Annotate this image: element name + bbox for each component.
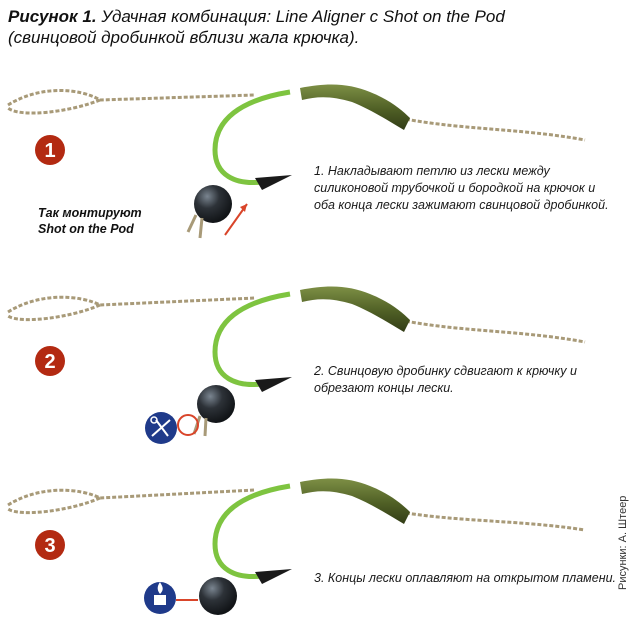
lead-shot [197,385,235,423]
step-2-drawing [7,286,586,444]
step-2-text: 2. Свинцовую дробинку сдвигают к крючку … [314,363,577,397]
step-badge-1-number: 1 [44,140,55,162]
braided-line [7,89,256,107]
hook-point [255,377,292,392]
line-ends [186,214,204,239]
line-aligner-tube [300,478,410,524]
side-note-line-2: Shot on the Pod [38,222,134,236]
braided-line-tail [399,510,586,532]
braided-line [7,488,256,507]
hook-link [212,291,291,388]
hook-point [255,175,292,190]
caption-subtitle: (свинцовой дробинкой вблизи жала крючка)… [8,28,360,47]
step-badge-1: 1 [35,135,65,165]
flame-glyph [157,582,163,594]
step-badge-2-number: 2 [44,351,55,373]
caption-label: Рисунок 1. [8,7,97,26]
hook-link [212,89,291,186]
lighter-body [154,595,166,605]
side-note: Так монтируют Shot on the Pod [38,205,142,237]
hook-link [212,483,291,580]
step-badge-3: 3 [35,530,65,560]
cut-marker [177,414,199,436]
lead-shot [194,185,232,223]
line-loop [7,303,101,322]
braided-line-tail [399,318,586,344]
step-3-line-1: 3. Концы лески оплавляют на открытом пла… [314,571,616,585]
side-note-line-1: Так монтируют [38,206,142,220]
braided-line [7,295,256,314]
step-2-line-2: обрезают концы лески. [314,381,454,395]
step-1-text: 1. Накладывают петлю из лески между сили… [314,163,609,214]
step-2-line-1: 2. Свинцовую дробинку сдвигают к крючку … [314,364,577,378]
line-loop [7,98,101,115]
caption-title: Удачная комбинация: Line Aligner с Shot … [101,7,505,26]
line-aligner-tube [300,84,410,130]
braided-line-tail [399,116,586,142]
step-1-line-3: оба конца лески зажимают свинцовой дроби… [314,198,609,212]
step-3-text: 3. Концы лески оплавляют на открытом пла… [314,570,616,587]
scissors-glyph [151,419,171,437]
step-1-line-1: 1. Накладывают петлю из лески между [314,164,550,178]
step-3-drawing [7,478,586,615]
step-1-line-2: силиконовой трубочкой и бородкой на крюч… [314,181,596,195]
hook-point [255,569,292,584]
step-badge-2: 2 [35,346,65,376]
figure-caption: Рисунок 1. Удачная комбинация: Line Alig… [8,6,608,48]
arrow-head [240,204,247,212]
scissors-handle [150,416,158,424]
step-badge-3-number: 3 [44,535,55,557]
step-1-drawing [7,84,586,239]
line-loop [7,496,101,515]
illustration-credit: Рисунки: А. Штеер [617,495,629,590]
lead-shot [199,577,237,615]
line-aligner-tube [300,286,410,332]
